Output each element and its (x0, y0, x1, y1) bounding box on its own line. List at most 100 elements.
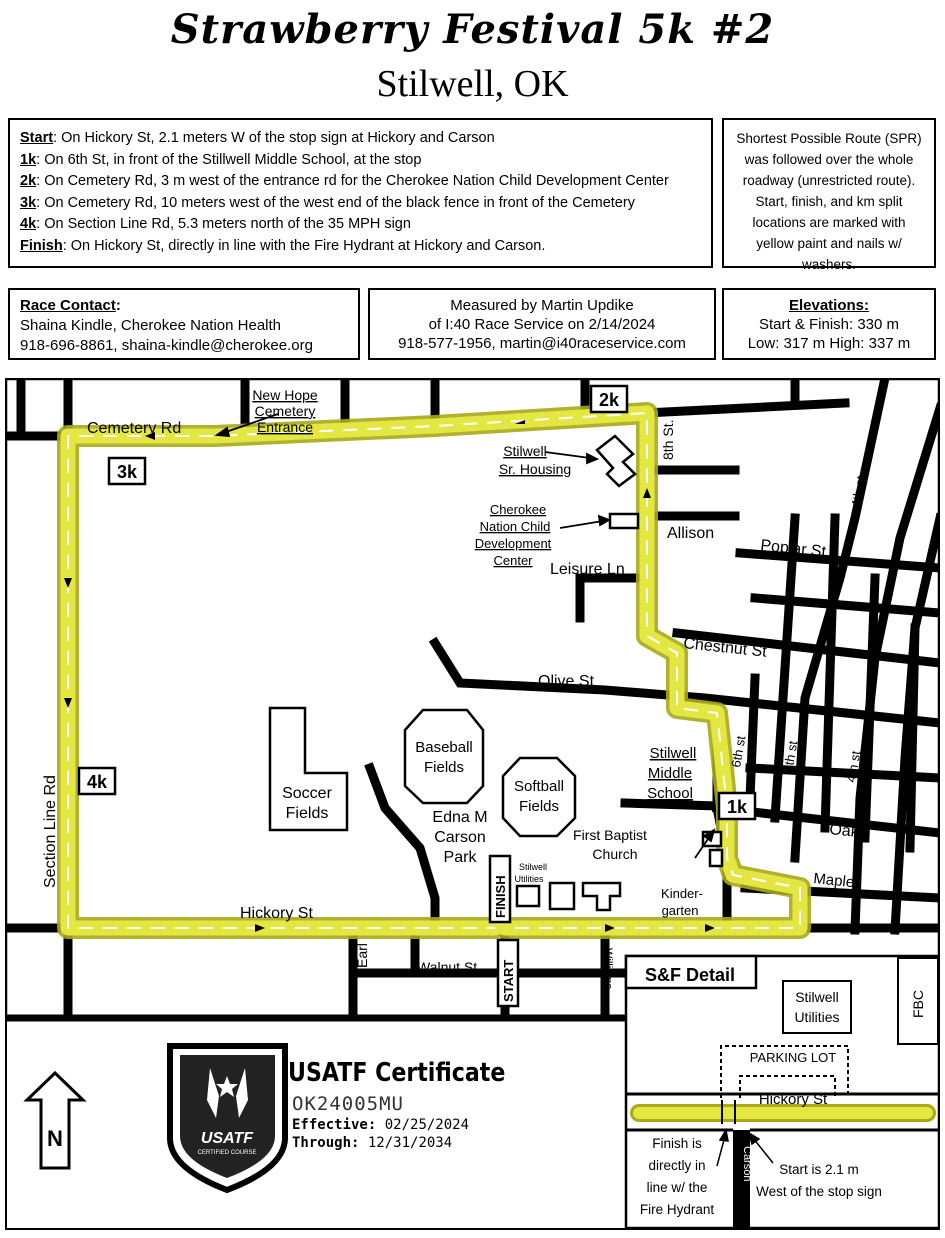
north-label: N (47, 1126, 63, 1151)
williams-label: Williams (602, 948, 614, 989)
soccer-label-1: Soccer (282, 785, 332, 802)
elevations-low-high: Low: 317 m High: 337 m (747, 335, 911, 352)
svg-text:directly in: directly in (648, 1158, 705, 1173)
park-label-2: Carson (434, 829, 486, 846)
race-contact-info: 918-696-8861, shaina-kindle@cherokee.org (20, 337, 313, 354)
elevations-label: Elevations: (788, 297, 870, 314)
sr-housing-label-1: Stilwell (503, 443, 547, 459)
utilities-building (515, 884, 541, 908)
course-map: Cemetery Rd Section Line Rd Hickory St W… (5, 378, 940, 1230)
measured-line2: of I:40 Race Service on 2/14/2024 (428, 316, 656, 333)
certificate-number: OK24005MU (292, 1093, 404, 1115)
cherokee-label-4: Center (493, 553, 533, 568)
park-label-3: Park (444, 849, 478, 866)
marker-1k: 1k (727, 797, 748, 817)
svg-text:West of the stop sign: West of the stop sign (756, 1184, 882, 1199)
middle-school-label-3: School (647, 785, 693, 802)
split-descriptions: Start: On Hickory St, 2.1 meters W of th… (8, 118, 713, 268)
measured-line1: Measured by Martin Updike (450, 297, 634, 314)
section-line-label: Section Line Rd (42, 775, 59, 888)
svg-text:Stilwell: Stilwell (795, 989, 839, 1005)
cherokee-label-3: Development (475, 536, 552, 551)
hickory-st-label: Hickory St (240, 905, 313, 922)
split-2k: 2k: On Cemetery Rd, 3 m west of the entr… (20, 173, 669, 189)
marker-finish: FINISH (493, 875, 508, 918)
measured-by: Measured by Martin Updike of I:40 Race S… (368, 288, 716, 360)
marker-2k: 2k (599, 390, 620, 410)
kindergarten-label-2: garten (662, 903, 699, 918)
park-label-1: Edna M (432, 809, 487, 826)
sr-housing-building (595, 434, 637, 488)
utilities-label-2: Utilities (514, 874, 544, 884)
course-route (57, 402, 811, 939)
3rd-st-label: 3rd st (896, 756, 916, 791)
svg-text:FBC: FBC (910, 990, 926, 1018)
softball-label-2: Fields (519, 798, 559, 815)
cemetery-rd-label: Cemetery Rd (87, 420, 181, 437)
route-direction-arrows (64, 420, 715, 932)
split-4k: 4k: On Section Line Rd, 5.3 meters north… (20, 216, 411, 232)
softball-label-1: Softball (514, 778, 564, 795)
kindergarten-label-1: Kinder- (661, 886, 703, 901)
new-hope-label-3: Entrance (257, 419, 313, 435)
8th-st-label: 8th St. (660, 420, 676, 460)
baseball-fields (403, 708, 485, 805)
svg-text:Fire Hydrant: Fire Hydrant (640, 1202, 715, 1217)
softball-fields (501, 756, 577, 838)
sf-detail-inset: S&F Detail Stilwell Utilities FBC PARKIN… (624, 954, 940, 1230)
marker-start: START (501, 960, 516, 1002)
svg-text:PARKING LOT: PARKING LOT (750, 1050, 837, 1065)
svg-text:Start is 2.1 m: Start is 2.1 m (779, 1162, 859, 1177)
usatf-badge-icon: USATF CERTIFIED COURSE (167, 1043, 288, 1194)
soccer-fields (268, 706, 349, 832)
split-3k: 3k: On Cemetery Rd, 10 meters west of th… (20, 194, 635, 211)
earl-label: Earl (354, 943, 370, 968)
measured-line3: 918-577-1956, martin@i40raceservice.com (398, 335, 686, 352)
cherokee-center-building (608, 512, 640, 530)
split-finish: Finish: On Hickory St, directly in line … (20, 237, 546, 254)
elevations-start-finish: Start & Finish: 330 m (758, 316, 900, 333)
new-hope-label-2: Cemetery (255, 403, 316, 419)
svg-text:Finish is: Finish is (652, 1136, 702, 1151)
utilities-label-1: Stilwell (519, 862, 547, 872)
certificate-effective: Effective: 02/25/2024 (292, 1117, 470, 1133)
race-contact-name: Shaina Kindle, Cherokee Nation Health (20, 317, 281, 334)
svg-text:line w/ the: line w/ the (647, 1180, 708, 1195)
4th-st-label-a: 4th st (848, 474, 868, 508)
svg-text:USATF: USATF (201, 1130, 254, 1147)
church-label-1: First Baptist (573, 827, 647, 843)
6th-st-label: 6th st (728, 734, 748, 768)
oak-label: Oak (829, 821, 861, 841)
church-building-2 (581, 881, 622, 912)
poplar-st-label: Poplar St (760, 537, 828, 561)
baseball-label-2: Fields (424, 759, 464, 776)
leisure-ln-label: Leisure Ln (550, 561, 625, 578)
race-contact-label: Race Contact (20, 297, 116, 314)
svg-text:Carson: Carson (741, 1146, 753, 1181)
race-contact: Race Contact: Shaina Kindle, Cherokee Na… (8, 288, 360, 360)
middle-school-label-1: Stilwell (650, 745, 697, 762)
maple-label: Maple (813, 870, 855, 891)
svg-text:Utilities: Utilities (794, 1009, 839, 1025)
cherokee-label-1: Cherokee (490, 502, 546, 517)
church-building-1 (548, 881, 576, 911)
split-start: Start: On Hickory St, 2.1 meters W of th… (20, 130, 495, 146)
certificate-through: Through: 12/31/2034 (292, 1135, 453, 1151)
certificate-title: USATF Certificate (288, 1058, 506, 1088)
baseball-label-1: Baseball (415, 739, 473, 756)
4th-st-label-b: 4th st (843, 749, 863, 783)
olive-st-label: Olive St (538, 673, 595, 690)
sr-housing-label-2: Sr. Housing (499, 461, 571, 477)
svg-text:Hickory St: Hickory St (759, 1091, 828, 1108)
soccer-label-2: Fields (286, 805, 329, 822)
walnut-st-label: Walnut St (417, 959, 477, 975)
middle-school-label-2: Middle (648, 765, 692, 782)
page-title: Strawberry Festival 5k #2 (170, 6, 775, 53)
church-label-2: Church (592, 846, 637, 862)
sf-detail-title: S&F Detail (645, 965, 735, 985)
spr-note: Shortest Possible Route (SPR) was follow… (722, 118, 936, 272)
cherokee-label-2: Nation Child (480, 519, 551, 534)
marker-3k: 3k (117, 462, 138, 482)
page-subtitle: Stilwell, OK (376, 63, 569, 105)
svg-text:CERTIFIED COURSE: CERTIFIED COURSE (198, 1150, 257, 1156)
